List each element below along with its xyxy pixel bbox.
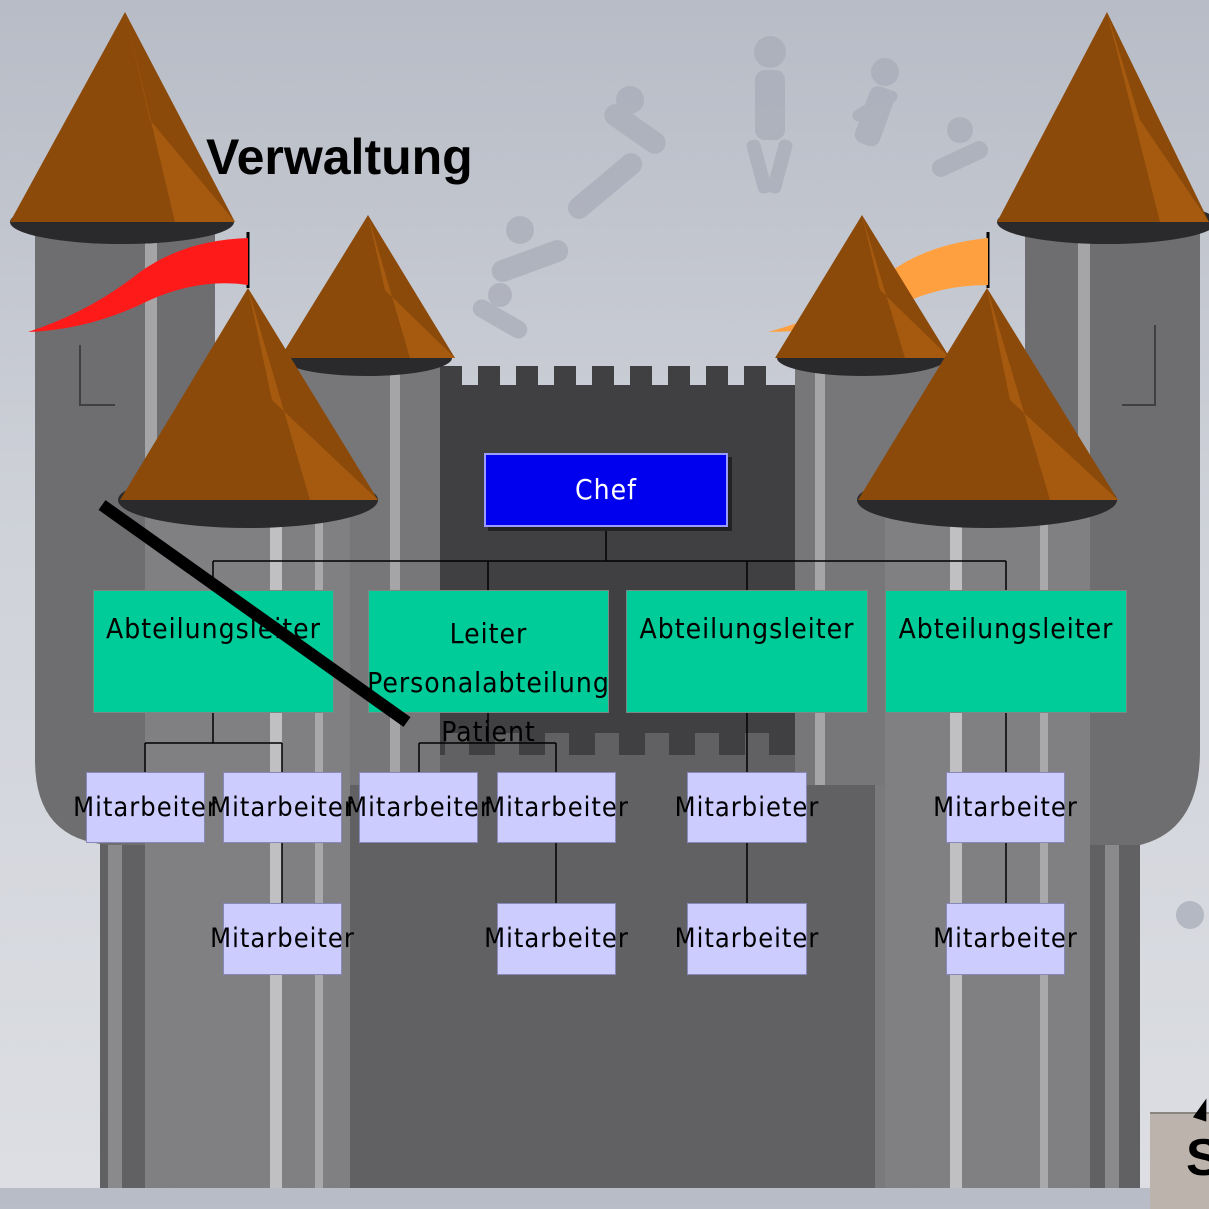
staff-node-4: Mitarbeiter (346, 772, 490, 843)
staff-node-1: Mitarbeiter (73, 772, 217, 843)
lead-label-4: Abteilungsleiter (898, 612, 1114, 645)
staff-node-10: Mitarbeiter (933, 903, 1077, 975)
staff-label-9: Mitarbeiter (933, 791, 1078, 823)
corner-letter: S (1186, 1129, 1209, 1187)
staff-node-7: Mitarbieter (675, 772, 818, 843)
staff-label-7: Mitarbieter (674, 791, 820, 823)
staff-label-3: Mitarbeiter (210, 923, 355, 955)
org-connectors (144, 527, 1007, 903)
lead-label-1: Abteilungsleiter (106, 612, 321, 645)
page-title: Verwaltung (206, 129, 473, 185)
lead-node-1: Abteilungsleiter (93, 590, 334, 713)
people-watermark (472, 36, 1204, 929)
lead-node-2: Leiter Personalabteilung Patient (367, 590, 609, 748)
staff-node-2: Mitarbeiter (210, 772, 354, 843)
staff-node-5: Mitarbeiter (484, 772, 628, 843)
staff-node-8: Mitarbeiter (675, 903, 818, 975)
lead-node-3: Abteilungsleiter (626, 590, 868, 713)
staff-label-4: Mitarbeiter (346, 791, 491, 823)
red-flag (28, 232, 250, 332)
lead-label-3: Abteilungsleiter (639, 612, 855, 645)
staff-label-8: Mitarbeiter (674, 923, 820, 955)
chief-node: Chef (484, 453, 728, 527)
staff-node-3: Mitarbeiter (210, 903, 354, 975)
staff-label-2: Mitarbeiter (210, 791, 355, 823)
staff-label-5: Mitarbeiter (484, 791, 629, 823)
staff-node-6: Mitarbeiter (484, 903, 628, 975)
staff-label-6: Mitarbeiter (484, 923, 629, 955)
lead-label-2: Leiter Personalabteilung Patient (367, 617, 610, 748)
staff-label-10: Mitarbeiter (933, 923, 1078, 955)
staff-label-1: Mitarbeiter (73, 791, 218, 823)
chief-label: Chef (575, 473, 637, 507)
lead-node-4: Abteilungsleiter (885, 590, 1127, 713)
staff-node-9: Mitarbeiter (933, 772, 1077, 843)
